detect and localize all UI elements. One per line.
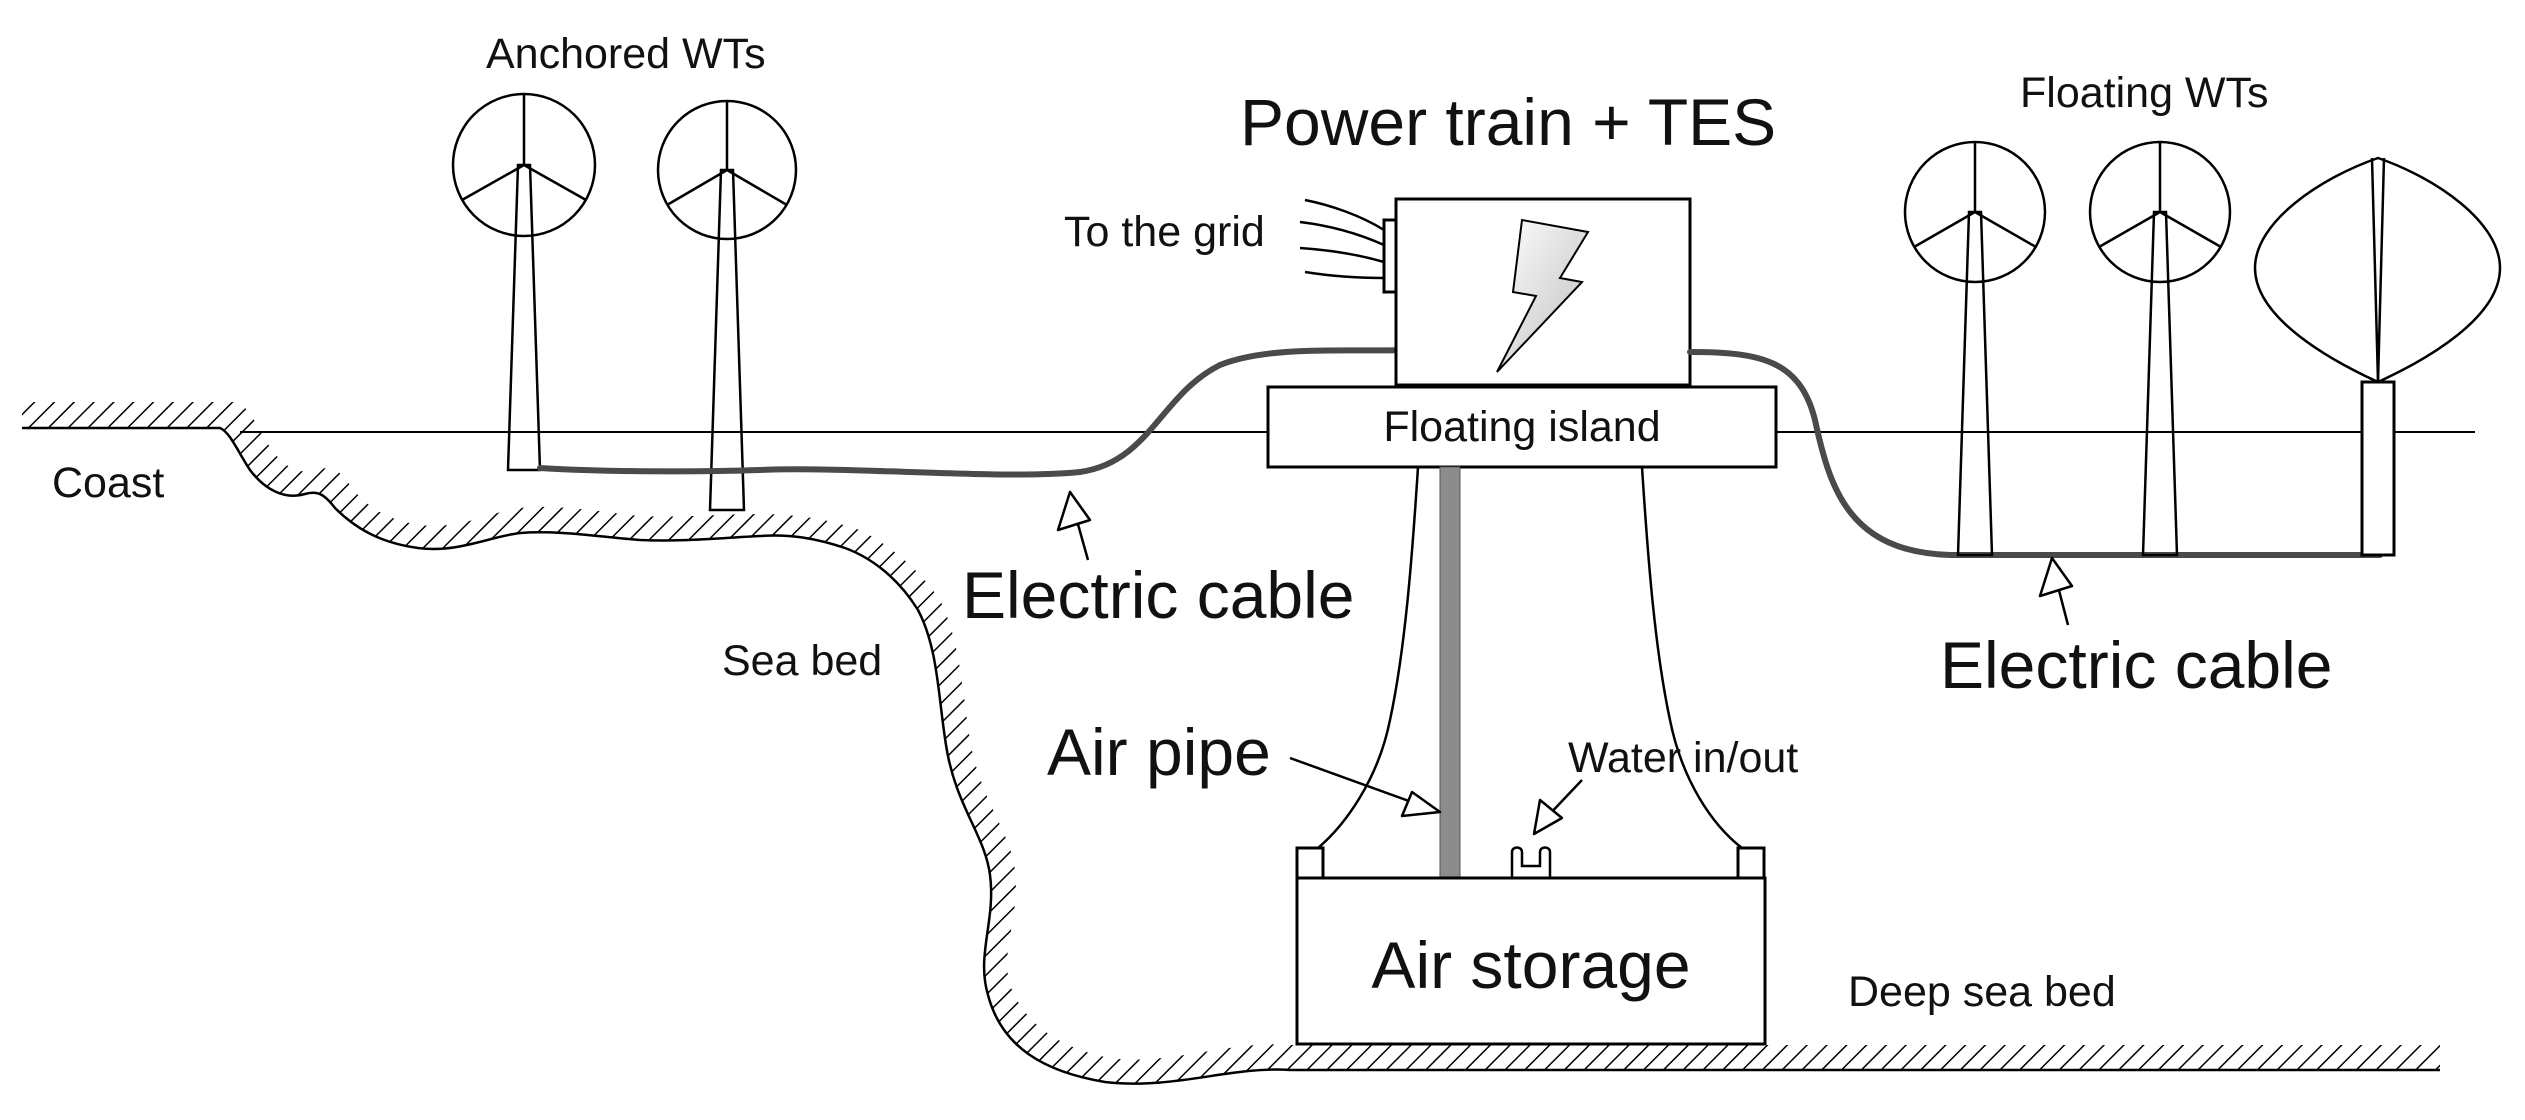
- floating-wind-turbine-2: [2088, 140, 2232, 557]
- coast-seabed-hatch: [22, 402, 2440, 1084]
- to-the-grid-label: To the grid: [1064, 208, 1265, 256]
- coast-label: Coast: [52, 459, 164, 507]
- power-train-label: Power train + TES: [1240, 85, 1776, 159]
- floating-island-label: Floating island: [1383, 403, 1660, 451]
- floating-wts-label: Floating WTs: [2020, 69, 2269, 117]
- electric-cable-right-label: Electric cable: [1940, 628, 2333, 702]
- floating-island-box: [1266, 385, 1778, 469]
- air-pipe: [1439, 466, 1461, 880]
- tether-right: [1640, 466, 1743, 849]
- water-valve-icon: [1510, 846, 1552, 878]
- electric-cable-left-label: Electric cable: [962, 558, 1355, 632]
- electric-cable-left: [537, 347, 1403, 478]
- anchored-wind-turbine-2: [656, 99, 798, 512]
- air-pipe-label: Air pipe: [1047, 715, 1271, 789]
- deep-sea-bed-label: Deep sea bed: [1848, 968, 2116, 1016]
- water-arrow: [1532, 779, 1583, 836]
- air-pipe-arrow: [1289, 756, 1442, 818]
- coast-seabed-outline: [22, 426, 2440, 1085]
- storage-mount-right: [1736, 846, 1766, 880]
- floating-vertical-axis-turbine: [2253, 156, 2502, 557]
- grid-connector: [1382, 218, 1398, 294]
- cable-right-arrow: [2038, 556, 2074, 626]
- storage-mount-left: [1295, 846, 1325, 880]
- floating-wind-turbine-1: [1903, 140, 2047, 557]
- anchored-wts-label: Anchored WTs: [486, 30, 766, 78]
- water-in-out-label: Water in/out: [1568, 734, 1798, 782]
- cable-left-arrow: [1056, 490, 1092, 561]
- anchored-wind-turbine-1: [451, 92, 597, 472]
- lightning-bolt-icon: [1496, 218, 1590, 373]
- electric-cable-right: [1687, 349, 2383, 558]
- sea-bed-label: Sea bed: [722, 637, 882, 685]
- air-storage-box: [1295, 876, 1767, 1046]
- tether-left: [1317, 466, 1420, 849]
- grid-wires: [1299, 198, 1385, 280]
- air-storage-label: Air storage: [1371, 928, 1690, 1002]
